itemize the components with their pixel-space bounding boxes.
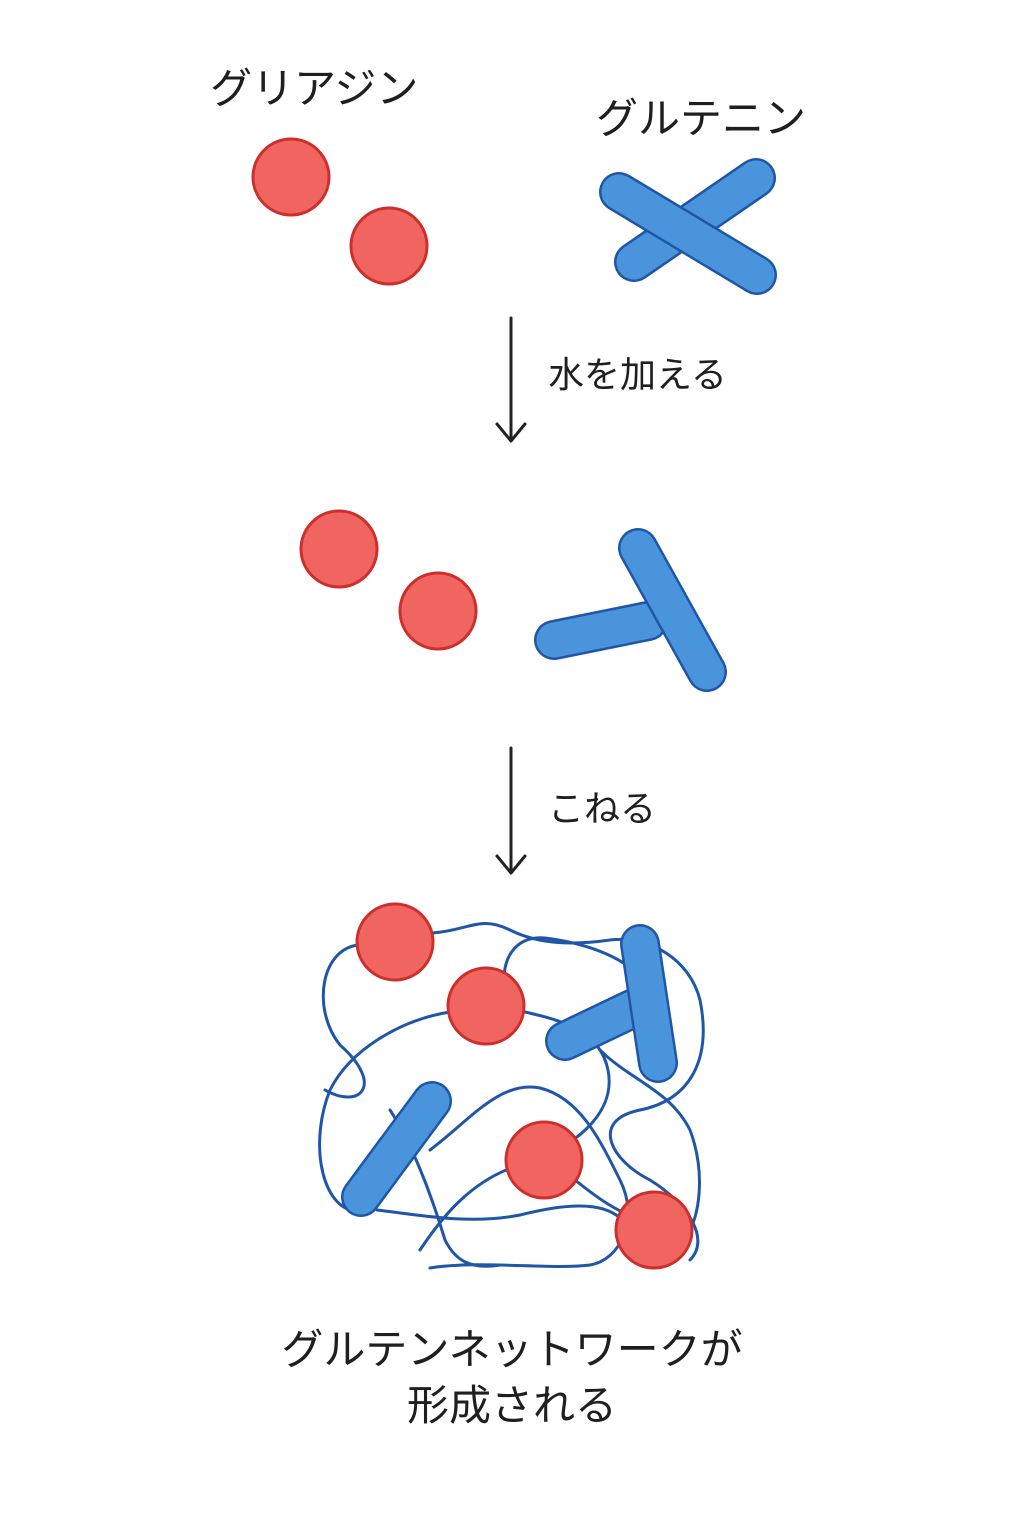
result-caption: グルテンネットワークが 形成される: [212, 1322, 812, 1434]
network-strand: [428, 1085, 630, 1270]
gliadin-molecule: [299, 509, 379, 589]
gliadin-molecule: [251, 137, 331, 217]
stage-hydrated: [299, 509, 727, 692]
gliadin-molecule: [446, 966, 526, 1046]
glutenin-rod-fill: [343, 1083, 450, 1215]
stage-dry: [251, 137, 777, 295]
step-add-water-label: 水を加える: [548, 355, 727, 396]
gliadin-molecules-hydrated: [299, 509, 478, 651]
gliadin-molecules-network: [355, 902, 694, 1270]
glutenin-rod-fill: [620, 530, 725, 690]
glutenin-molecules-network: [341, 924, 678, 1217]
gliadin-molecule: [355, 902, 435, 982]
caption-line-1: グルテンネットワークが: [281, 1325, 743, 1374]
stage-network: [318, 902, 705, 1270]
gliadin-molecules-dry: [251, 137, 429, 286]
glutenin-rod-fill: [536, 603, 666, 658]
network-strand: [431, 921, 705, 1262]
network-strand: [375, 1204, 622, 1221]
gliadin-molecule: [614, 1190, 694, 1270]
network-strand: [598, 1048, 701, 1232]
gliadin-label: グリアジン: [210, 64, 419, 113]
gliadin-molecule: [398, 571, 478, 651]
network-strand: [418, 1163, 522, 1252]
glutenin-molecules-dry: [599, 158, 777, 295]
arrow-add-water: [495, 316, 527, 443]
network-strand: [318, 1010, 452, 1212]
step-knead-label: こねる: [548, 789, 657, 830]
glutenin-rod-fill: [601, 174, 775, 293]
gliadin-molecule: [349, 206, 429, 286]
glutenin-label: グルテニン: [596, 94, 807, 143]
glutenin-rod-fill: [622, 926, 676, 1081]
caption-line-2: 形成される: [406, 1381, 617, 1430]
network-strand: [321, 943, 366, 1099]
gliadin-molecule: [504, 1120, 584, 1200]
glutenin-rod-fill: [547, 990, 652, 1059]
arrow-knead: [495, 746, 527, 875]
glutenin-molecules-hydrated: [534, 528, 727, 692]
